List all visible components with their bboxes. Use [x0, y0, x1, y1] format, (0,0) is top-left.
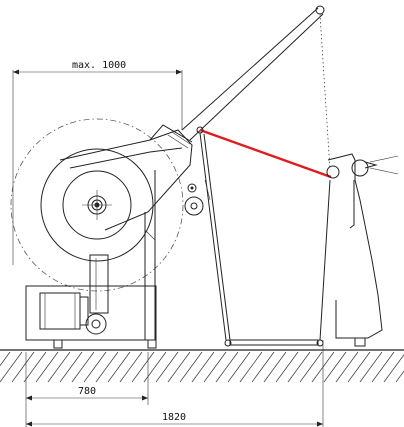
floor-hatch-stroke: [107, 351, 131, 383]
dimension-max-1000: max. 1000: [12, 60, 183, 265]
drive-motor: [25, 285, 157, 349]
floor-hatch-stroke: [0, 351, 11, 367]
floor-hatch-stroke: [191, 351, 215, 383]
floor-hatch-stroke: [251, 351, 275, 383]
floor-hatch-stroke: [59, 351, 83, 383]
unwind-roll: [10, 118, 184, 292]
floor-hatch-stroke: [143, 351, 167, 383]
floor-hatch-stroke: [227, 351, 251, 383]
boom: [181, 5, 331, 171]
dimension-label-max-width: max. 1000: [72, 60, 126, 71]
floor-hatch-stroke: [155, 351, 179, 383]
dimension-label-780: 780: [78, 386, 96, 397]
swing-arm: [59, 124, 193, 231]
floor-hatch-stroke: [119, 351, 143, 383]
floor-hatch-stroke: [287, 351, 311, 383]
floor-hatch-stroke: [299, 351, 323, 383]
floor-hatch-stroke: [71, 351, 95, 383]
dancer-roll: [184, 183, 204, 216]
floor-hatch-stroke: [167, 351, 191, 383]
dimension-label-overall: 1820: [162, 412, 186, 423]
dimension-780: 780: [25, 352, 149, 405]
floor-hatch-stroke: [323, 351, 347, 383]
floor-hatch-stroke: [347, 351, 371, 383]
floor-hatch-stroke: [131, 351, 155, 383]
floor-hatch-stroke: [371, 351, 395, 383]
floor-hatching: [0, 349, 404, 383]
floor-hatch-stroke: [359, 351, 383, 383]
floor-hatch-stroke: [11, 351, 35, 383]
floor-hatch-stroke: [0, 351, 23, 383]
floor-hatch-stroke: [95, 351, 119, 383]
floor-hatch-stroke: [383, 354, 404, 383]
floor-hatch-stroke: [239, 351, 263, 383]
floor-hatch-stroke: [179, 351, 203, 383]
web-path-frame: [196, 126, 331, 347]
floor-hatch-stroke: [35, 351, 59, 383]
floor-hatch-stroke: [23, 351, 47, 383]
floor-hatch-stroke: [47, 351, 71, 383]
floor-hatch-stroke: [395, 370, 404, 383]
floor-hatch-stroke: [215, 351, 239, 383]
floor-hatch-stroke: [263, 351, 287, 383]
machine-column: [89, 170, 156, 340]
dimension-1820: 1820: [25, 340, 324, 427]
winder-unit: [326, 153, 399, 347]
floor-hatch-stroke: [83, 351, 107, 383]
web-line: [199, 128, 332, 179]
floor-hatch-stroke: [275, 351, 299, 383]
floor-hatch-stroke: [203, 351, 227, 383]
floor-hatch-stroke: [335, 351, 359, 383]
